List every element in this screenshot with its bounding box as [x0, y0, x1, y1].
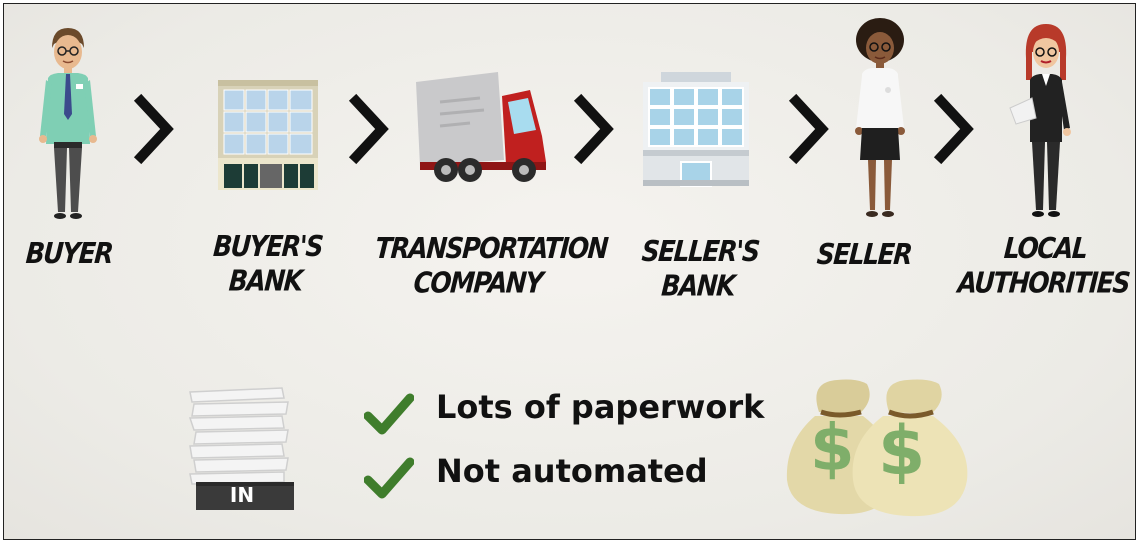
chevron-right-icon — [348, 93, 389, 165]
sellers-bank-building-icon — [643, 72, 749, 187]
chevron-right-icon — [133, 93, 174, 165]
flow-step-label: SELLER — [815, 237, 913, 272]
chevron-right-icon — [788, 93, 829, 165]
flow-step-label: BUYER — [24, 236, 114, 271]
dollar-symbol: $ — [810, 412, 855, 486]
flow-step-label: TRANSPORTATION COMPANY — [374, 231, 609, 300]
paper-stack-icon — [188, 387, 294, 510]
local-authority-figure — [1009, 24, 1071, 217]
flow-step-label: SELLER'S BANK — [640, 234, 760, 303]
flow-step-label: LOCAL AUTHORITIES — [956, 231, 1131, 300]
checklist-item: Not automated — [436, 452, 708, 490]
slide-canvas: BUYER BUYER'S BANK TRANSPORTATION COMPAN… — [3, 3, 1136, 540]
checkmark-icon — [364, 457, 414, 499]
in-tray-label: IN — [229, 483, 255, 507]
delivery-truck-icon — [416, 72, 546, 182]
chevron-right-icon — [573, 93, 614, 165]
seller-figure — [855, 18, 905, 217]
chevron-right-icon — [933, 93, 974, 165]
dollar-symbol: $ — [878, 412, 926, 491]
checklist-item: Lots of paperwork — [436, 388, 765, 426]
buyers-bank-building-icon — [218, 80, 318, 190]
checkmark-icon — [364, 393, 414, 435]
money-bags-icon — [786, 379, 968, 517]
buyer-figure — [39, 28, 97, 219]
flow-step-label: BUYER'S BANK — [212, 229, 324, 298]
